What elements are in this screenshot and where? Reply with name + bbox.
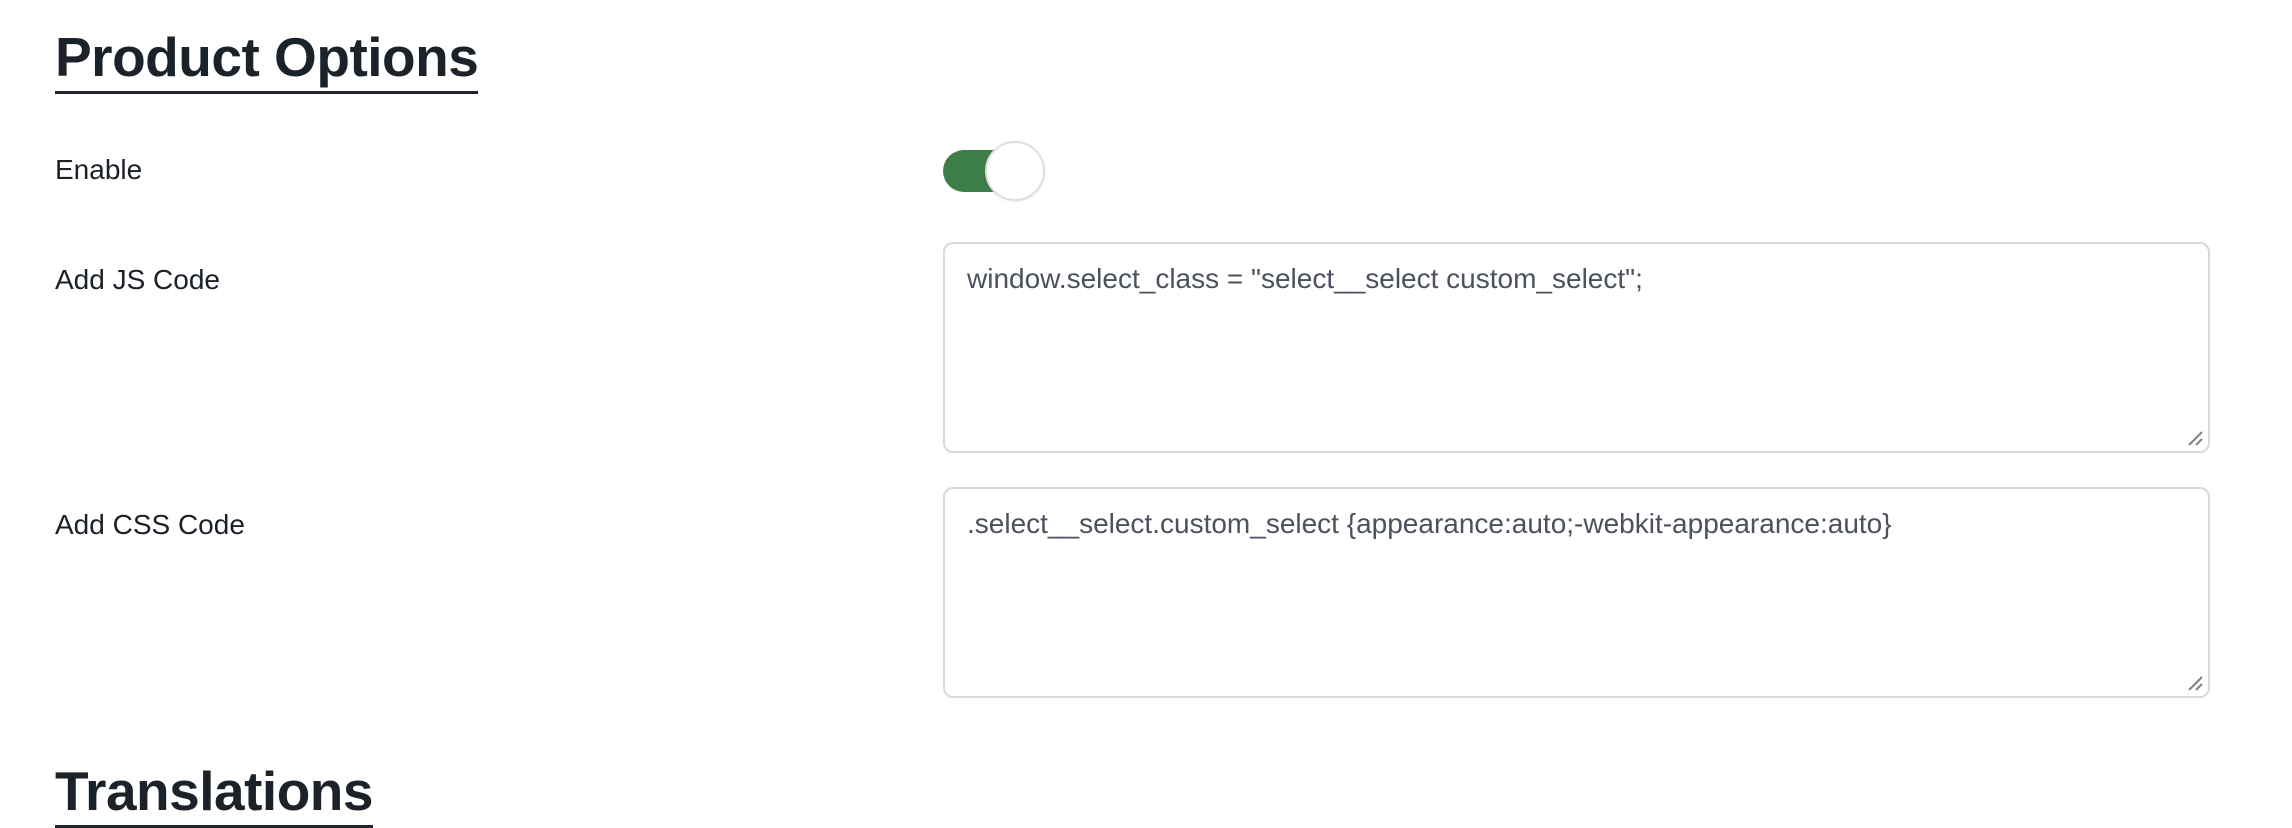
enable-control: [943, 141, 2210, 201]
add-css-code-label: Add CSS Code: [55, 509, 245, 540]
css-code-row: Add CSS Code .select__select.custom_sele…: [55, 487, 2210, 698]
add-js-code-label: Add JS Code: [55, 264, 220, 295]
toggle-knob-icon: [985, 141, 1045, 201]
js-code-row: Add JS Code window.select_class = "selec…: [55, 242, 2210, 453]
translations-section-title: Translations: [55, 764, 373, 828]
enable-label: Enable: [55, 154, 143, 185]
js-code-textarea[interactable]: window.select_class = "select__select cu…: [943, 242, 2210, 453]
resize-grip-icon[interactable]: [2186, 674, 2204, 692]
enable-toggle[interactable]: [943, 141, 1045, 201]
js-code-field: window.select_class = "select__select cu…: [943, 242, 2210, 453]
css-code-textarea[interactable]: .select__select.custom_select {appearanc…: [943, 487, 2210, 698]
css-code-field: .select__select.custom_select {appearanc…: [943, 487, 2210, 698]
page-title: Product Options: [55, 30, 479, 94]
product-options-settings-page: Product Options Enable Add JS Code windo…: [55, 30, 2210, 828]
resize-grip-icon[interactable]: [2186, 429, 2204, 447]
enable-row: Enable: [55, 141, 2210, 201]
